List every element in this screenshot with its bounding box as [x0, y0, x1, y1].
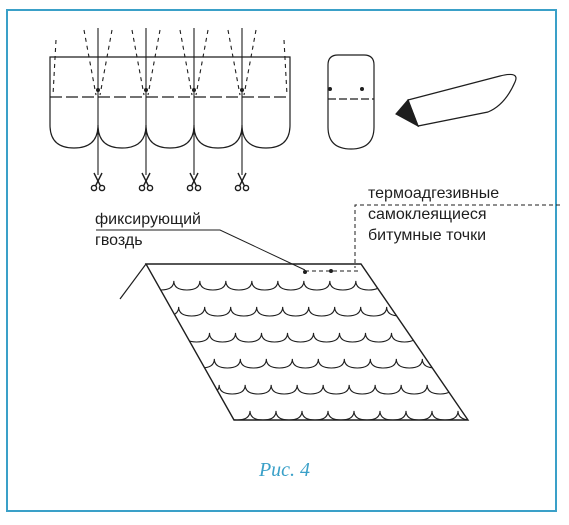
nail-label-line1: фиксирующий [95, 211, 201, 228]
scissors-icon [234, 172, 250, 192]
leader-lines [96, 204, 560, 271]
shingle-strip [49, 56, 291, 149]
bitumen-label-line1: термоадгезивные [368, 185, 500, 202]
bitumen-label-line3: битумные точки [368, 227, 487, 244]
roof-slope [119, 263, 470, 421]
cut-lines [52, 28, 288, 175]
nail-label-line2: гвоздь [95, 232, 143, 249]
folded-ridge-tile [395, 73, 517, 128]
ridge-tile [327, 54, 375, 150]
bitumen-label: термоадгезивные самоклеящиеся битумные т… [368, 183, 499, 246]
shingle-scallops [146, 280, 468, 420]
figure-caption: Рис. 4 [258, 459, 311, 481]
scissors-icon [90, 172, 106, 192]
scissors-icon [186, 172, 202, 192]
bitumen-label-line2: самоклеящиеся [368, 206, 487, 223]
scissors-icon [138, 172, 154, 192]
nail-label: фиксирующий гвоздь [95, 209, 201, 251]
